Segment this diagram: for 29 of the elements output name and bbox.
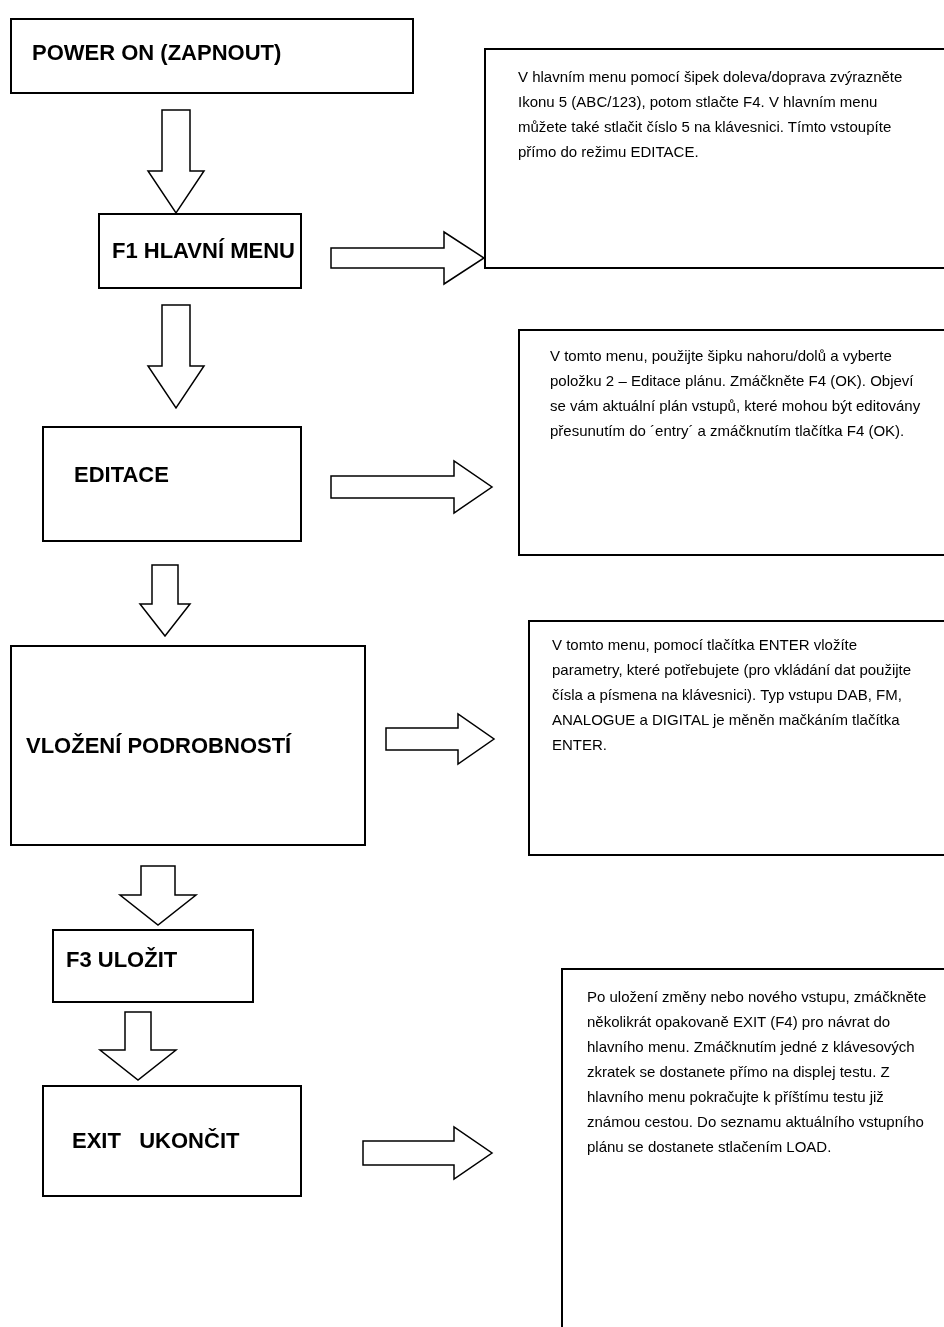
block-arrow: [362, 1125, 494, 1181]
note-box: [518, 329, 944, 556]
block-arrow: [138, 564, 192, 638]
step-box: [10, 645, 366, 846]
instruction-text: Po uložení změny nebo nového vstupu, zmáčkněte několikrát opakovaně EXIT (F4) pro návrat do hlavního menu. Zmáčknutím jedné z klávesových zkratek se dostanete přímo na displej testu. Z hlavního menu pokračujte k příštímu testu již známou cestou. Do seznamu aktuálního vstupního plánu se dostanete stlačením LOAD.: [587, 987, 928, 1157]
block-arrow: [330, 230, 486, 286]
block-arrow: [97, 1011, 179, 1081]
block-arrow: [146, 109, 206, 215]
step-title: F3 ULOŽIT: [66, 947, 178, 973]
step-box: [98, 213, 302, 289]
block-arrow: [117, 865, 199, 926]
step-title: EXIT UKONČIT: [72, 1128, 240, 1154]
step-box: [10, 18, 414, 94]
step-box: [42, 1085, 302, 1197]
step-box: [52, 929, 254, 1003]
instruction-text: V tomto menu, pomocí tlačítka ENTER vložíte parametry, které potřebujete (pro vkládání dat použijte čísla a písmena na klávesnici). Typ vstupu DAB, FM, ANALOGUE a DIGITAL je měněn mačkáním tlačítka ENTER.: [552, 635, 913, 755]
step-title: VLOŽENÍ PODROBNOSTÍ: [26, 732, 292, 759]
instruction-text: V tomto menu, použijte šipku nahoru/dolů a vyberte položku 2 – Editace plánu. Zmáčkněte F4 (OK). Objeví se vám aktuální plán vstupů, které mohou být editovány přesunutím do ´entry´ a zmáčknutím tlačítka F4 (OK).: [550, 346, 922, 441]
note-box: [484, 48, 944, 269]
step-title: F1 HLAVNÍ MENU: [112, 238, 295, 264]
note-box: [561, 968, 944, 1327]
block-arrow: [385, 712, 496, 766]
step-title: POWER ON (ZAPNOUT): [32, 40, 282, 66]
block-arrow: [330, 459, 494, 515]
instruction-text: V hlavním menu pomocí šipek doleva/doprava zvýrazněte Ikonu 5 (ABC/123), potom stlačte F4. V hlavním menu můžete také stlačit číslo 5 na klávesnici. Tímto vstoupíte přímo do režimu EDITACE.: [518, 67, 904, 162]
note-box: [528, 620, 944, 856]
step-box: [42, 426, 302, 542]
step-title: EDITACE: [74, 462, 169, 488]
block-arrow: [146, 304, 206, 410]
